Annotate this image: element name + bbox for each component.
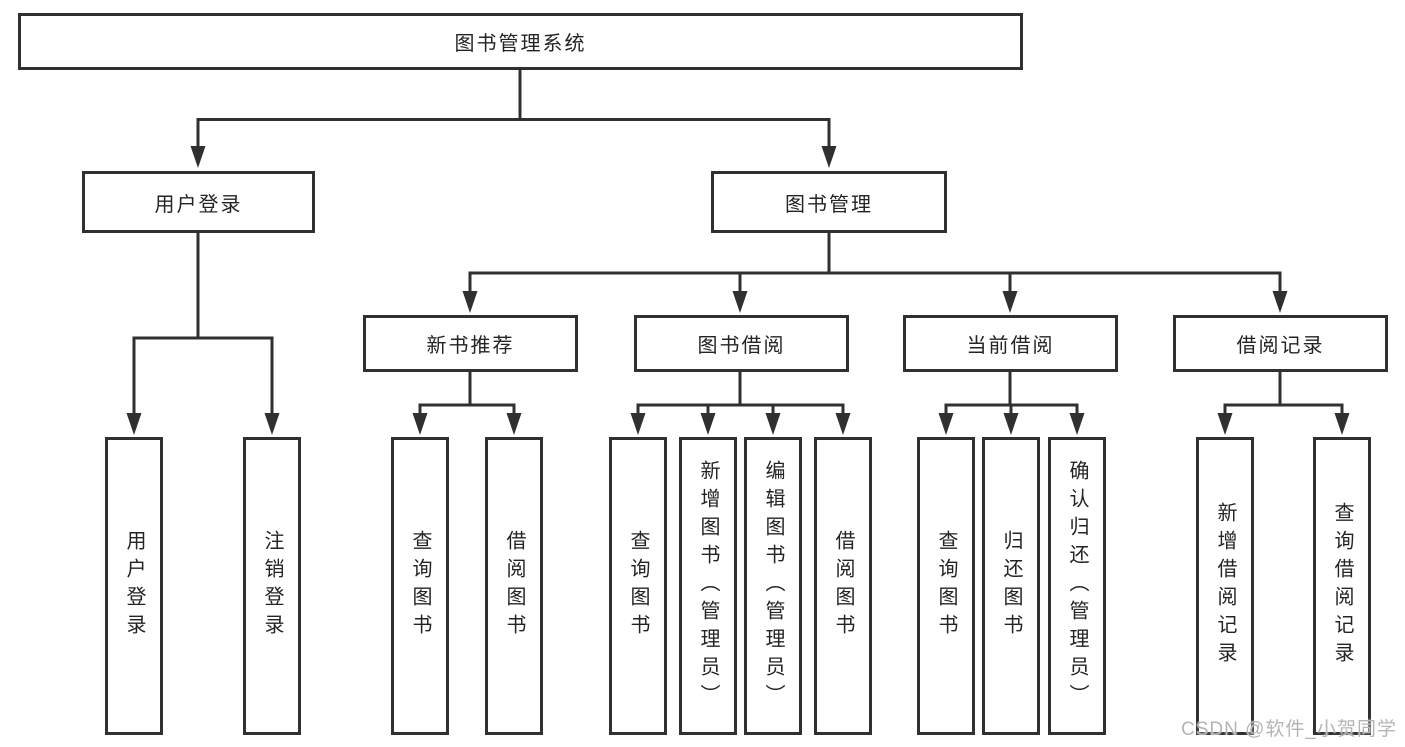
node-book-borrow-label: 图书借阅 [697,335,786,357]
node-user-login: 用户登录 [82,171,315,233]
node-current-borrow-label: 当前借阅 [966,335,1055,357]
leaf-edit-book-label: 编辑图书（管理员） [762,460,784,712]
leaf-edit-book: 编辑图书（管理员） [744,437,802,735]
leaf-add-borrow-record: 新增借阅记录 [1196,437,1254,735]
node-book-borrow: 图书借阅 [634,315,849,372]
leaf-user-login: 用户登录 [105,437,163,735]
leaf-borrow-book-2: 借阅图书 [814,437,872,735]
node-root-label: 图书管理系统 [454,33,587,55]
leaf-query-book-1-label: 查询图书 [409,530,431,642]
leaf-query-book-3-label: 查询图书 [935,530,957,642]
leaf-logout-label: 注销登录 [261,530,283,642]
leaf-logout: 注销登录 [243,437,301,735]
leaf-query-borrow-record: 查询借阅记录 [1313,437,1371,735]
leaf-user-login-label: 用户登录 [123,530,145,642]
node-new-book-recommend-label: 新书推荐 [426,335,515,357]
leaf-borrow-book-1: 借阅图书 [485,437,543,735]
leaf-return-book: 归还图书 [982,437,1040,735]
leaf-confirm-return-label: 确认归还（管理员） [1066,460,1088,712]
leaf-borrow-book-1-label: 借阅图书 [503,530,525,642]
leaf-add-borrow-record-label: 新增借阅记录 [1214,502,1236,670]
node-root: 图书管理系统 [18,13,1023,70]
node-new-book-recommend: 新书推荐 [363,315,578,372]
leaf-borrow-book-2-label: 借阅图书 [832,530,854,642]
leaf-return-book-label: 归还图书 [1000,530,1022,642]
node-borrow-record: 借阅记录 [1173,315,1388,372]
leaf-add-book: 新增图书（管理员） [679,437,737,735]
node-book-management-label: 图书管理 [785,193,873,216]
arrowheads [126,146,1350,435]
node-current-borrow: 当前借阅 [903,315,1118,372]
leaf-add-book-label: 新增图书（管理员） [697,460,719,712]
node-borrow-record-label: 借阅记录 [1236,335,1325,357]
leaf-query-book-1: 查询图书 [391,437,449,735]
node-user-login-label: 用户登录 [154,193,243,216]
leaf-confirm-return: 确认归还（管理员） [1048,437,1106,735]
csdn-watermark: CSDN @软件_小贺同学 [1181,719,1397,740]
node-book-management: 图书管理 [711,171,947,233]
leaf-query-book-2: 查询图书 [609,437,667,735]
leaf-query-borrow-record-label: 查询借阅记录 [1331,502,1353,670]
leaf-query-book-2-label: 查询图书 [627,530,649,642]
leaf-query-book-3: 查询图书 [917,437,975,735]
